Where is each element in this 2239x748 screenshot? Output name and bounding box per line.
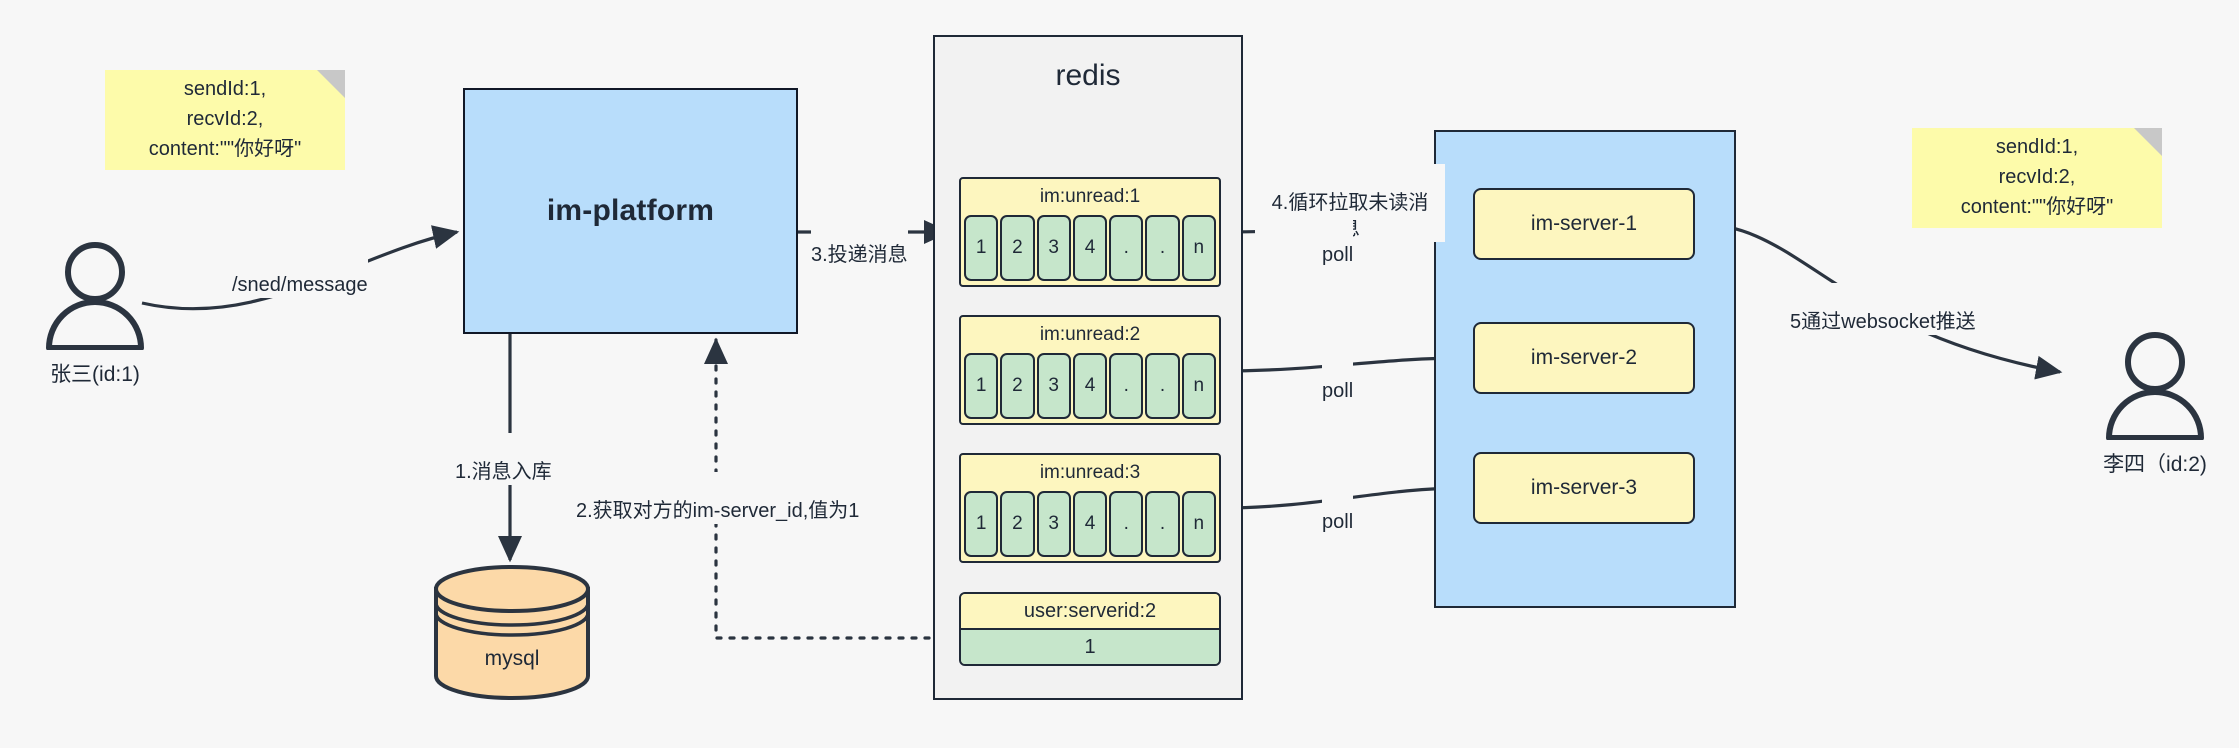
edge-label-step2: 2.获取对方的im-server_id,值为1: [576, 472, 860, 524]
edge-label-step3: 3.投递消息: [811, 216, 908, 268]
edge-label-step3-text: 3.投递消息: [811, 244, 908, 266]
redis-cell[interactable]: .: [1109, 353, 1144, 419]
redis-container: redis im:unread:1 1 2 3 4 . . n im:unrea…: [933, 35, 1243, 700]
redis-list-2-cells: 1 2 3 4 . . n: [964, 353, 1216, 419]
im-server-1-label: im-server-1: [1530, 212, 1638, 235]
edge-label-send-message: /sned/message: [232, 246, 368, 298]
note-left-text: sendId:1, recvId:2, content:""你好呀": [148, 78, 302, 160]
user-icon: [46, 242, 144, 350]
redis-list-1-cells: 1 2 3 4 . . n: [964, 215, 1216, 281]
redis-cell[interactable]: 3: [1036, 353, 1071, 419]
redis-title: redis: [1055, 59, 1121, 92]
database-cylinder-icon: mysql: [434, 565, 590, 700]
note-left-message: sendId:1, recvId:2, content:""你好呀": [105, 70, 345, 170]
redis-cell[interactable]: .: [1145, 491, 1180, 557]
mysql-node[interactable]: mysql: [430, 565, 595, 700]
edge-label-poll-2-text: poll: [1322, 380, 1354, 402]
edge-label-poll-1: poll: [1322, 216, 1354, 268]
note-right-text: sendId:1, recvId:2, content:""你好呀": [1960, 136, 2114, 218]
edge-redis-kv-to-platform: [704, 337, 957, 640]
note-right-message: sendId:1, recvId:2, content:""你好呀": [1912, 128, 2162, 228]
redis-cell[interactable]: n: [1181, 353, 1216, 419]
edge-label-poll-3: poll: [1322, 483, 1354, 535]
im-server-2-node[interactable]: im-server-2: [1473, 322, 1695, 394]
edge-label-send-message-text: /sned/message: [232, 274, 368, 296]
edge-label-step5: 5通过websocket推送: [1790, 283, 1976, 335]
actor-sender: 张三(id:1): [30, 240, 160, 388]
redis-cell[interactable]: n: [1181, 215, 1216, 281]
edge-label-step2-text: 2.获取对方的im-server_id,值为1: [576, 500, 860, 522]
redis-cell[interactable]: 3: [1036, 491, 1071, 557]
redis-kv-value: 1: [961, 630, 1219, 664]
actor-sender-label: 张三(id:1): [50, 363, 140, 386]
redis-cell[interactable]: .: [1145, 215, 1180, 281]
redis-list-3[interactable]: im:unread:3 1 2 3 4 . . n: [959, 453, 1221, 563]
note-fold-icon: [2134, 128, 2162, 156]
redis-cell[interactable]: 2: [1000, 491, 1035, 557]
edge-label-poll-3-text: poll: [1322, 511, 1354, 533]
im-server-2-label: im-server-2: [1530, 346, 1638, 369]
im-server-1-node[interactable]: im-server-1: [1473, 188, 1695, 260]
redis-list-2[interactable]: im:unread:2 1 2 3 4 . . n: [959, 315, 1221, 425]
redis-cell[interactable]: .: [1145, 353, 1180, 419]
im-platform-node[interactable]: im-platform: [463, 88, 798, 334]
redis-cell[interactable]: 2: [1000, 353, 1035, 419]
redis-kv-user-serverid[interactable]: user:serverid:2 1: [959, 592, 1221, 666]
actor-receiver: 李四（id:2): [2090, 330, 2220, 478]
redis-cell[interactable]: 1: [964, 215, 999, 281]
redis-cell[interactable]: 2: [1000, 215, 1035, 281]
redis-cell[interactable]: 4: [1072, 215, 1108, 281]
redis-cell[interactable]: 3: [1036, 215, 1071, 281]
actor-receiver-label: 李四（id:2): [2103, 453, 2207, 476]
redis-cell[interactable]: n: [1181, 491, 1216, 557]
redis-cell[interactable]: .: [1109, 215, 1144, 281]
im-platform-label: im-platform: [546, 194, 715, 227]
redis-cell[interactable]: 1: [964, 353, 999, 419]
edge-label-step5-text: 5通过websocket推送: [1790, 311, 1976, 333]
im-server-3-node[interactable]: im-server-3: [1473, 452, 1695, 524]
edge-label-step1-text: 1.消息入库: [455, 461, 552, 483]
redis-cell[interactable]: 4: [1072, 353, 1108, 419]
redis-list-3-key: im:unread:3: [1039, 462, 1141, 483]
mysql-label: mysql: [485, 647, 540, 670]
redis-list-1-key: im:unread:1: [1039, 186, 1141, 207]
redis-cell[interactable]: 4: [1072, 491, 1108, 557]
im-server-3-label: im-server-3: [1530, 476, 1638, 499]
redis-list-1[interactable]: im:unread:1 1 2 3 4 . . n: [959, 177, 1221, 287]
redis-list-2-key: im:unread:2: [1039, 324, 1141, 345]
redis-cell[interactable]: 1: [964, 491, 999, 557]
user-icon: [2106, 332, 2204, 440]
note-fold-icon: [317, 70, 345, 98]
edge-label-step1: 1.消息入库: [455, 433, 552, 485]
edge-label-poll-2: poll: [1322, 352, 1354, 404]
edge-label-poll-1-text: poll: [1322, 244, 1354, 266]
redis-cell[interactable]: .: [1109, 491, 1144, 557]
redis-list-3-cells: 1 2 3 4 . . n: [964, 491, 1216, 557]
redis-kv-key: user:serverid:2: [961, 594, 1219, 630]
